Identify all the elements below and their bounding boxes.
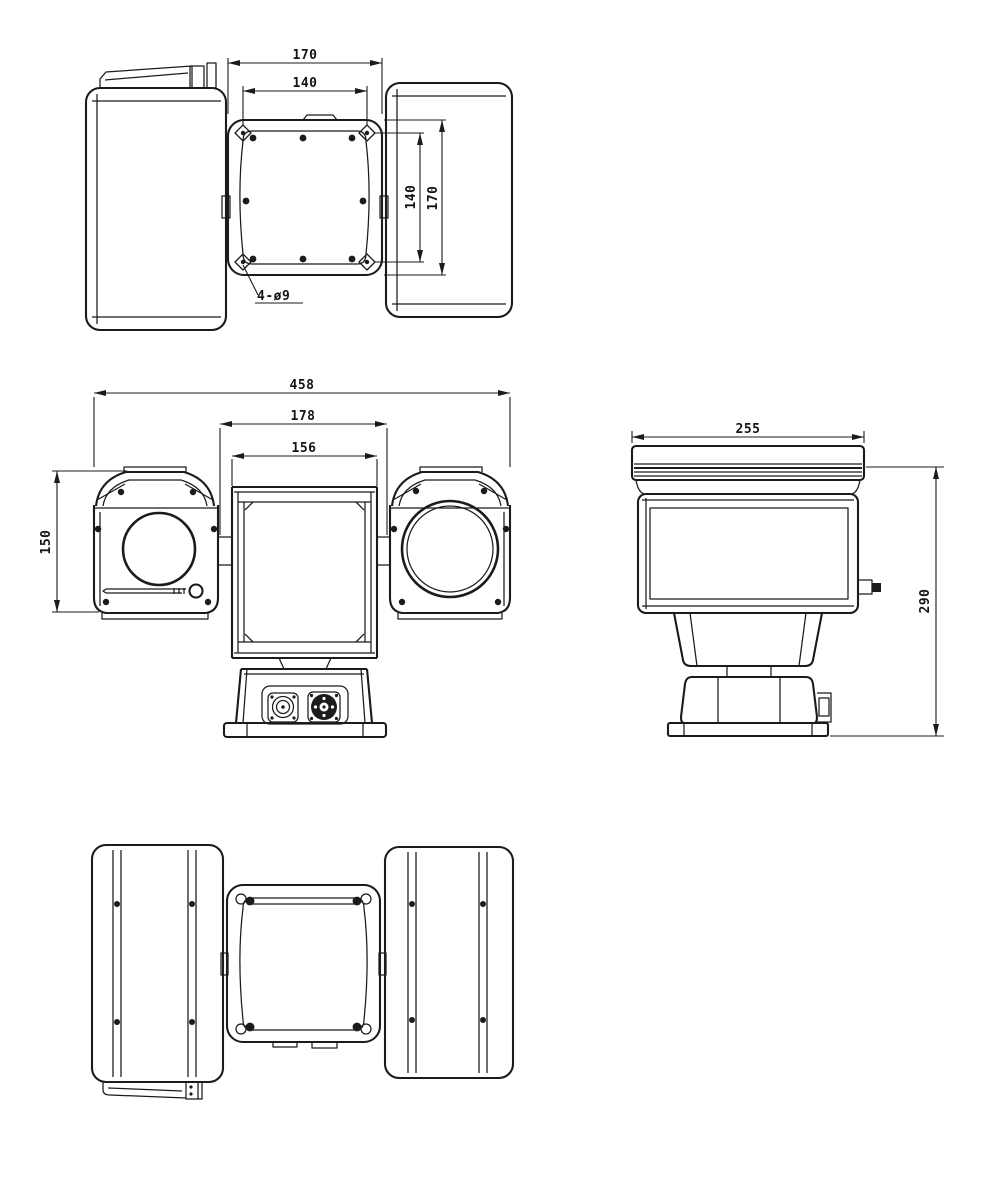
hole-callout: 4-ø9 — [242, 264, 303, 304]
bottom-mounting-plate — [220, 883, 387, 1049]
top-left-housing — [84, 86, 231, 332]
thermal-lens — [121, 511, 197, 587]
corner-holes — [235, 893, 372, 1035]
top-view-dimensions: 170 140 140 170 4-ø9 — [227, 48, 446, 304]
left-arm-stub — [217, 536, 233, 566]
side-pedestal — [666, 611, 832, 738]
front-view: 458 178 156 150 — [39, 378, 512, 739]
side-knob — [857, 579, 881, 595]
side-connector-box — [817, 692, 832, 723]
dim-head-height: 150 — [39, 530, 54, 555]
dim-hole-callout: 4-ø9 — [257, 289, 290, 304]
front-pedestal — [222, 667, 388, 739]
corner-screws — [245, 896, 362, 1032]
bottom-right-housing — [383, 845, 515, 1080]
sunshield-cover — [630, 444, 866, 482]
pan-neck-side — [726, 665, 772, 678]
side-view: 255 290 — [630, 422, 944, 738]
head-body-side — [636, 492, 860, 615]
dim-plate-width: 170 — [293, 48, 318, 63]
visible-lens-outer — [400, 499, 500, 599]
front-right-head — [388, 466, 512, 620]
dim-depth: 255 — [736, 422, 761, 437]
front-view-dimensions: 458 178 156 150 — [39, 378, 511, 613]
connector-left — [267, 692, 299, 723]
side-view-dimensions: 255 290 — [631, 422, 944, 737]
top-right-housing — [379, 81, 514, 319]
head-screws — [94, 488, 218, 606]
dim-body-width-outer: 178 — [291, 409, 316, 424]
front-center-body — [230, 485, 391, 670]
housing-outline — [384, 81, 514, 319]
connector-right — [307, 691, 341, 723]
dim-plate-height: 170 — [426, 186, 441, 211]
bottom-left-housing — [90, 843, 225, 1100]
dim-overall-width: 458 — [290, 378, 315, 393]
mounting-plate — [226, 114, 384, 277]
plate-outline — [225, 883, 382, 1044]
head-body-outline — [92, 505, 220, 615]
plate-screws — [242, 134, 367, 263]
dim-overall-height: 290 — [918, 589, 933, 614]
pan-neck — [278, 657, 332, 670]
wiper-assembly-top — [99, 62, 217, 89]
head-screws — [390, 487, 510, 606]
base-cone — [679, 675, 819, 725]
wiper-assembly-bottom — [102, 1081, 203, 1100]
right-arm-stub — [376, 536, 391, 566]
head-body-outline — [388, 505, 512, 615]
tilt-block — [672, 611, 824, 668]
housing-outline — [84, 86, 228, 332]
top-view: 170 140 140 170 4-ø9 — [84, 48, 514, 332]
dim-hole-spacing-height: 140 — [404, 185, 419, 210]
corner-hole-markers — [234, 124, 376, 271]
plate-outline — [226, 118, 384, 277]
dim-body-width-inner: 156 — [292, 441, 317, 456]
front-left-head — [92, 466, 233, 620]
base-plate — [222, 721, 388, 739]
base-plate-side — [666, 721, 830, 738]
dim-hole-spacing-width: 140 — [293, 76, 318, 91]
housing-outline — [90, 843, 225, 1084]
housing-outline — [383, 845, 515, 1080]
wiper-pivot — [188, 583, 204, 599]
visible-lens-inner — [406, 505, 494, 593]
wiper-front — [102, 583, 204, 599]
side-head — [630, 444, 881, 615]
bottom-view — [90, 843, 515, 1100]
